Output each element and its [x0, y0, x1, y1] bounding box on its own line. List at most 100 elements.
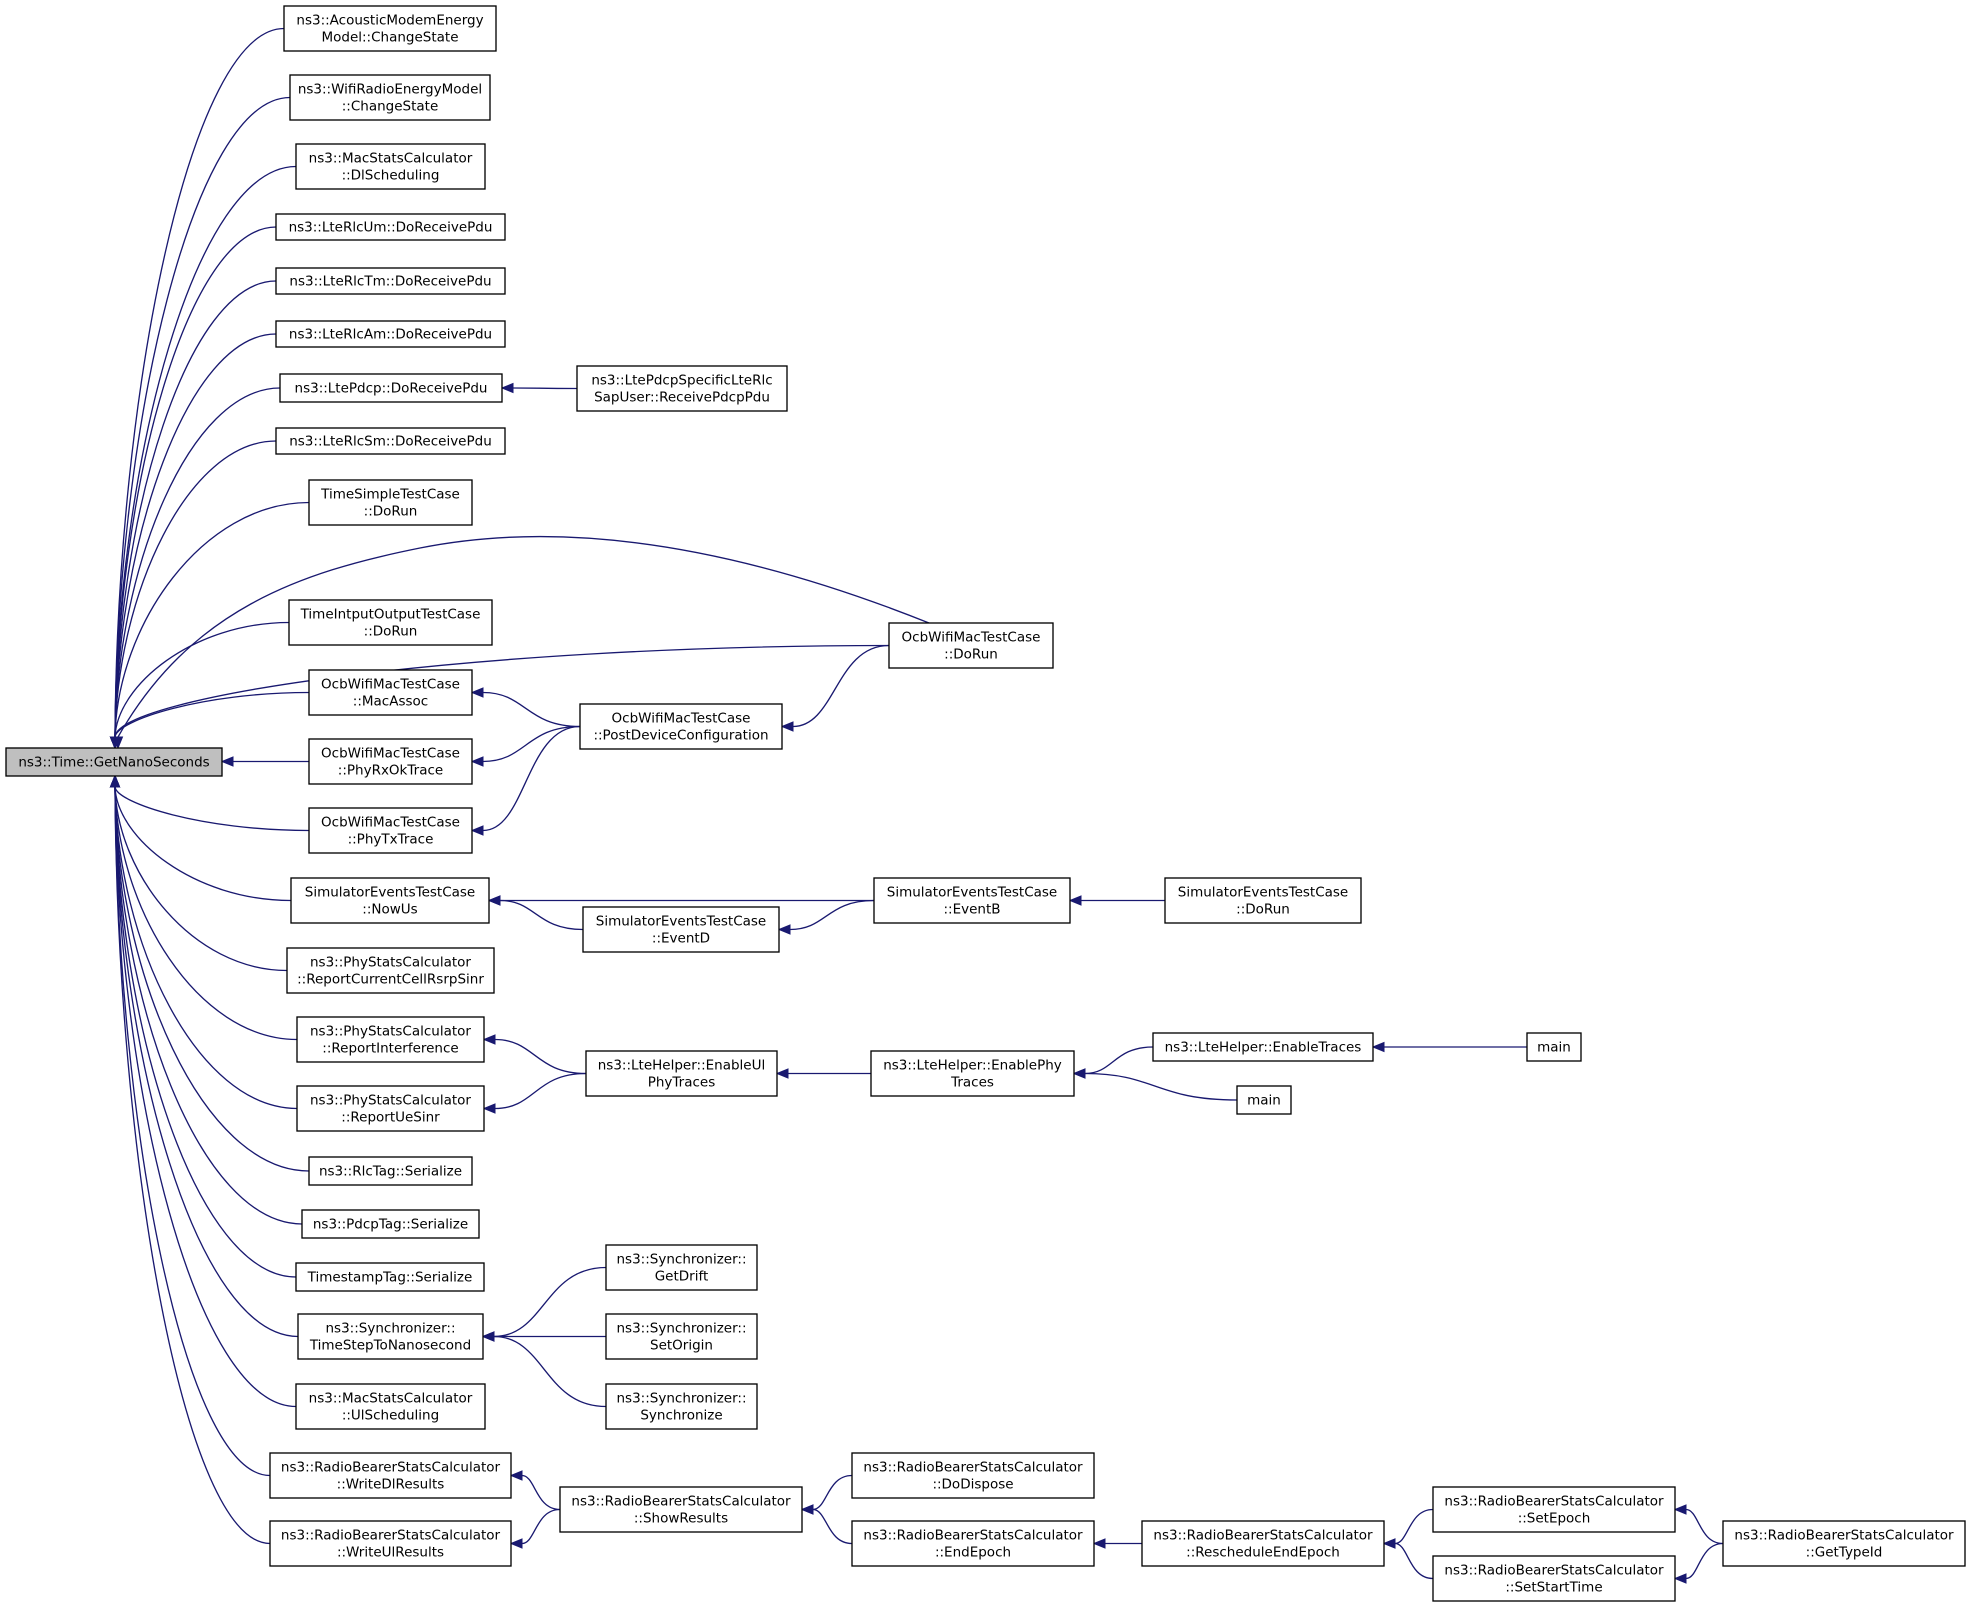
graph-node[interactable]: ns3::LtePdcpSpecificLteRlcSapUser::Recei…: [576, 365, 788, 412]
arrowhead-n40-to-n38: [800, 1504, 814, 1515]
graph-node[interactable]: main: [1236, 1085, 1292, 1115]
edge-n7-to-root: [114, 387, 281, 738]
graph-node[interactable]: OcbWifiMacTestCase::PhyTxTrace: [308, 807, 473, 854]
graph-node[interactable]: ns3::WifiRadioEnergyModel::ChangeState: [289, 74, 491, 121]
graph-node[interactable]: TimestampTag::Serialize: [295, 1262, 485, 1292]
node-label: ns3::LteHelper::EnableUl: [598, 1058, 766, 1074]
graph-node[interactable]: ns3::PhyStatsCalculator::ReportCurrentCe…: [286, 947, 495, 994]
node-label: ::SetStartTime: [1505, 1580, 1602, 1596]
node-label: ns3::PhyStatsCalculator: [310, 955, 471, 971]
edge-n29-to-root: [114, 786, 310, 1172]
node-box: [301, 1209, 480, 1239]
node-label: ns3::MacStatsCalculator: [309, 151, 473, 167]
graph-node[interactable]: ns3::RlcTag::Serialize: [308, 1156, 473, 1186]
graph-node[interactable]: ns3::Synchronizer::TimeStepToNanosecond: [297, 1313, 484, 1360]
node-label: ns3::MacStatsCalculator: [309, 1391, 473, 1407]
node-box: [295, 1383, 486, 1430]
graph-node[interactable]: OcbWifiMacTestCase::DoRun: [888, 622, 1054, 669]
node-box: [275, 427, 506, 455]
node-box: [308, 479, 473, 526]
graph-node[interactable]: ns3::Synchronizer::Synchronize: [605, 1383, 758, 1430]
graph-node[interactable]: ns3::RadioBearerStatsCalculator::EndEpoc…: [851, 1520, 1095, 1567]
graph-node[interactable]: ns3::RadioBearerStatsCalculator::WriteUl…: [269, 1520, 512, 1567]
edge-n39-to-n38: [812, 1474, 853, 1511]
node-box: [585, 1050, 778, 1097]
edge-n42-to-n41: [1394, 1508, 1434, 1545]
node-label: ns3::RadioBearerStatsCalculator: [1444, 1494, 1664, 1510]
graph-node[interactable]: ns3::MacStatsCalculator::DlScheduling: [295, 143, 486, 190]
graph-node[interactable]: ns3::LteRlcAm::DoReceivePdu: [275, 320, 506, 348]
graph-node[interactable]: ns3::PhyStatsCalculator::ReportUeSinr: [296, 1085, 485, 1132]
graph-node[interactable]: SimulatorEventsTestCase::DoRun: [1164, 877, 1362, 924]
graph-node[interactable]: main: [1526, 1032, 1582, 1062]
node-label: ::DoRun: [944, 647, 998, 663]
node-label: ::NowUs: [362, 902, 417, 918]
graph-node[interactable]: SimulatorEventsTestCase::EventB: [873, 877, 1071, 924]
arrowhead-n45-to-root: [109, 774, 121, 788]
node-label: ::PhyTxTrace: [348, 832, 434, 848]
graph-node[interactable]: ns3::Synchronizer::GetDrift: [605, 1244, 758, 1291]
node-box: [870, 1050, 1075, 1097]
node-label: SimulatorEventsTestCase: [596, 914, 766, 930]
node-box: [1432, 1555, 1676, 1602]
edge-n36-to-root: [114, 786, 297, 1408]
graph-node[interactable]: ns3::Synchronizer::SetOrigin: [605, 1313, 758, 1360]
node-label: ns3::PhyStatsCalculator: [310, 1024, 471, 1040]
edge-n37-to-root: [114, 786, 271, 1477]
node-label: main: [1537, 1040, 1571, 1056]
node-label: ::WriteDlResults: [337, 1477, 445, 1493]
root-node[interactable]: ns3::Time::GetNanoSeconds: [5, 747, 223, 777]
graph-node[interactable]: SimulatorEventsTestCase::EventD: [582, 906, 780, 953]
node-box: [275, 267, 506, 295]
graph-node[interactable]: ns3::RadioBearerStatsCalculator::Resched…: [1141, 1520, 1385, 1567]
node-label: ns3::Synchronizer::: [326, 1321, 456, 1337]
node-label: ::ShowResults: [634, 1511, 728, 1527]
graph-node[interactable]: ns3::RadioBearerStatsCalculator::WriteDl…: [269, 1452, 512, 1499]
graph-node[interactable]: ns3::RadioBearerStatsCalculator::SetStar…: [1432, 1555, 1676, 1602]
node-label: ns3::Synchronizer::: [617, 1391, 747, 1407]
graph-node[interactable]: OcbWifiMacTestCase::MacAssoc: [308, 669, 473, 716]
graph-node[interactable]: SimulatorEventsTestCase::NowUs: [290, 877, 490, 924]
arrowhead-n41-to-n40: [1092, 1538, 1106, 1549]
graph-node[interactable]: ns3::LteRlcUm::DoReceivePdu: [275, 213, 506, 241]
graph-node[interactable]: ns3::LteHelper::EnableTraces: [1152, 1032, 1374, 1062]
graph-node[interactable]: ns3::LtePdcp::DoReceivePdu: [279, 373, 503, 403]
arrowhead-n44-to-n41: [1382, 1538, 1396, 1549]
graph-node[interactable]: ns3::RadioBearerStatsCalculator::GetType…: [1722, 1520, 1966, 1567]
graph-node[interactable]: ns3::MacStatsCalculator::UlScheduling: [295, 1383, 486, 1430]
graph-node[interactable]: ns3::LteRlcSm::DoReceivePdu: [275, 427, 506, 455]
node-box: [1152, 1032, 1374, 1062]
edge-n13-to-root: [114, 691, 310, 738]
node-label: ns3::RadioBearerStatsCalculator: [1444, 1563, 1664, 1579]
graph-node[interactable]: ns3::PdcpTag::Serialize: [301, 1209, 480, 1239]
node-label: ns3::RadioBearerStatsCalculator: [571, 1494, 791, 1510]
arrowhead-n14-to-n13: [470, 687, 484, 698]
graph-node[interactable]: ns3::RadioBearerStatsCalculator::SetEpoc…: [1432, 1486, 1676, 1533]
node-label: TimeStepToNanosecond: [309, 1338, 471, 1354]
graph-node[interactable]: ns3::AcousticModemEnergyModel::ChangeSta…: [283, 5, 497, 52]
node-label: SapUser::ReceivePdcpPdu: [594, 390, 770, 406]
graph-node[interactable]: OcbWifiMacTestCase::PhyRxOkTrace: [308, 738, 473, 785]
edge-n14-to-n13: [482, 691, 581, 728]
node-box: [888, 622, 1054, 669]
edge-n38-to-n45: [521, 1508, 561, 1545]
graph-node[interactable]: ns3::RadioBearerStatsCalculator::ShowRes…: [559, 1486, 803, 1533]
node-label: ::EventD: [652, 931, 710, 947]
graph-node[interactable]: ns3::RadioBearerStatsCalculator::DoDispo…: [851, 1452, 1095, 1499]
graph-node[interactable]: TimeIntputOutputTestCase::DoRun: [288, 599, 493, 646]
graph-node[interactable]: ns3::LteRlcTm::DoReceivePdu: [275, 267, 506, 295]
graph-node[interactable]: OcbWifiMacTestCase::PostDeviceConfigurat…: [579, 703, 783, 750]
node-label: SimulatorEventsTestCase: [887, 885, 1057, 901]
node-box: [283, 5, 497, 52]
node-box: [1141, 1520, 1385, 1567]
node-label: ::WriteUlResults: [337, 1545, 444, 1561]
edge-n38-to-n37: [521, 1474, 561, 1511]
node-label: GetDrift: [655, 1269, 709, 1285]
graph-node[interactable]: TimeSimpleTestCase::DoRun: [308, 479, 473, 526]
graph-node[interactable]: ns3::PhyStatsCalculator::ReportInterfere…: [296, 1016, 485, 1063]
node-box: [1236, 1085, 1292, 1115]
node-box: [308, 738, 473, 785]
edge-n40-to-n38: [812, 1508, 853, 1545]
